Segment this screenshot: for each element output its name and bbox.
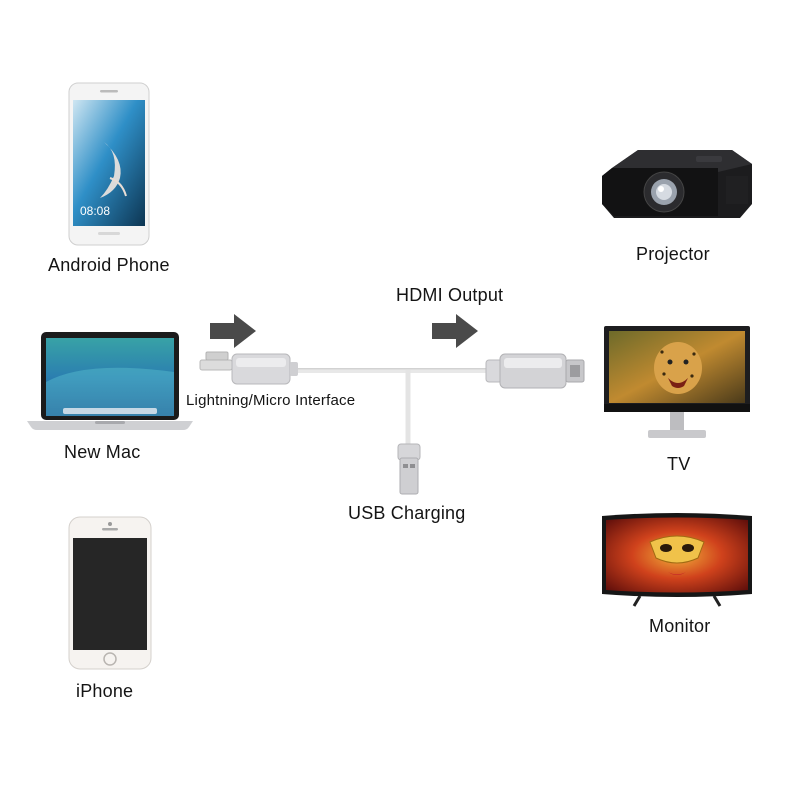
iphone-label: iPhone	[76, 681, 134, 701]
adapter-cable-image	[190, 340, 590, 515]
projector-label: Projector	[636, 244, 710, 264]
tv-image	[604, 326, 750, 442]
input-arrow-icon	[210, 314, 258, 348]
projector-image	[600, 146, 754, 228]
iphone-image	[68, 516, 152, 670]
monitor-image	[600, 512, 754, 608]
android-clock: 08:08	[80, 204, 110, 218]
tv-label: TV	[667, 454, 691, 474]
new-mac-label: New Mac	[64, 442, 141, 462]
interface-label: Lightning/Micro Interface	[186, 392, 356, 409]
hdmi-output-label: HDMI Output	[396, 285, 504, 305]
output-arrow-icon	[432, 314, 480, 348]
usb-charging-label: USB Charging	[348, 503, 466, 523]
laptop-image	[27, 332, 193, 432]
android-phone-image: 08:08	[68, 82, 150, 246]
monitor-label: Monitor	[649, 616, 711, 636]
android-phone-label: Android Phone	[48, 255, 170, 275]
